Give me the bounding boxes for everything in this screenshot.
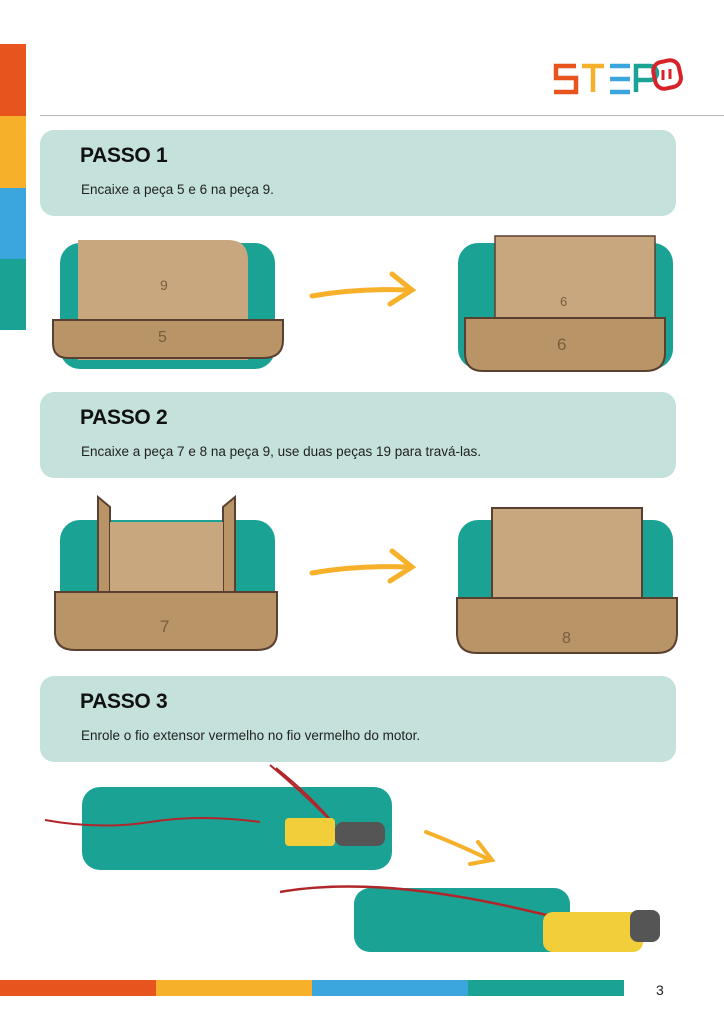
step-3-before-image <box>44 764 392 870</box>
arrow-icon <box>424 830 496 866</box>
footer-bar-blue <box>312 980 468 996</box>
step-3-text: Enrole o fio extensor vermelho no fio ve… <box>81 728 421 743</box>
step-1-text: Encaixe a peça 5 e 6 na peça 9. <box>81 182 274 197</box>
header-divider <box>40 115 724 116</box>
step-1-after-image: 6 6 <box>458 235 673 372</box>
step-3-title: PASSO 3 <box>80 690 168 713</box>
svg-text:7: 7 <box>160 617 169 636</box>
side-bar-blue <box>0 188 26 259</box>
side-bar-orange <box>0 44 26 116</box>
side-bar-yellow <box>0 116 26 188</box>
footer-bar-orange <box>0 980 156 996</box>
step-2-text: Encaixe a peça 7 e 8 na peça 9, use duas… <box>81 444 482 459</box>
piece-label-5: 5 <box>158 329 167 346</box>
piece-label-9: 9 <box>160 277 168 293</box>
step-2-panel: PASSO 2 Encaixe a peça 7 e 8 na peça 9, … <box>40 392 676 478</box>
svg-text:6: 6 <box>560 294 567 309</box>
svg-text:8: 8 <box>562 630 571 647</box>
step-2-after-image: 8 <box>456 507 678 654</box>
step-1-before-image: 9 5 <box>52 240 284 369</box>
side-bar-teal <box>0 259 26 330</box>
step-3-panel: PASSO 3 Enrole o fio extensor vermelho n… <box>40 676 676 762</box>
page-number: 3 <box>656 982 664 998</box>
step-2-before-image: 7 <box>54 494 278 651</box>
step-2-title: PASSO 2 <box>80 406 168 429</box>
arrow-icon <box>309 271 417 307</box>
footer-bar-yellow <box>156 980 312 996</box>
step-1-title: PASSO 1 <box>80 144 168 167</box>
footer-bar-teal <box>468 980 624 996</box>
svg-text:6: 6 <box>557 335 566 354</box>
step-1-panel: PASSO 1 Encaixe a peça 5 e 6 na peça 9. <box>40 130 676 216</box>
step-logo <box>553 58 683 95</box>
arrow-icon <box>309 548 417 584</box>
step-3-after-image <box>279 885 660 952</box>
